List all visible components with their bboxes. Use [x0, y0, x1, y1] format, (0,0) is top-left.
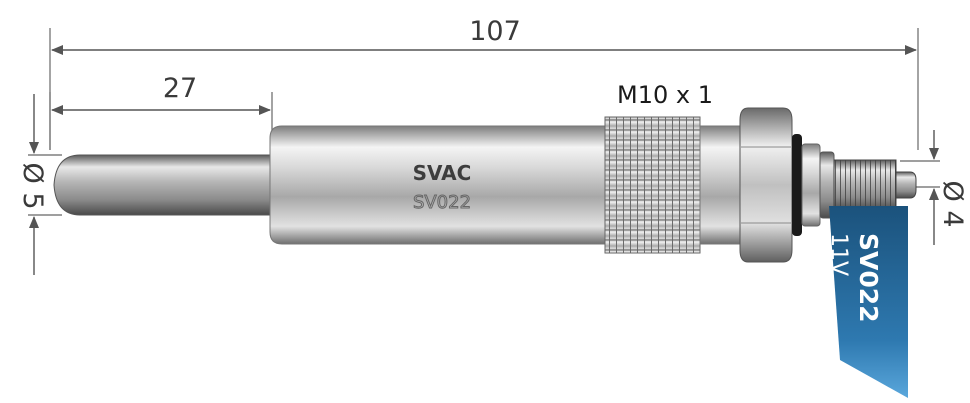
- terminal-pin: [895, 171, 917, 199]
- shank: [269, 125, 606, 245]
- glow-plug: SVAC SV022: [53, 107, 917, 263]
- part-number-marking: SV022: [413, 192, 471, 213]
- overall-length-label: 107: [469, 16, 521, 47]
- terminal-diameter-dimension: Ø 4: [900, 130, 968, 245]
- tip-length-dimension: 27: [49, 73, 273, 150]
- tip-diameter-dimension: Ø 5: [17, 94, 62, 275]
- tip-length-label: 27: [163, 73, 197, 104]
- hex-nut: [739, 107, 793, 263]
- tag-part-number: SV022: [854, 233, 883, 323]
- brand-marking: SVAC: [413, 161, 472, 185]
- thread-spec-label: M10 x 1: [617, 81, 713, 109]
- tag-hex: HEX 10: [802, 233, 827, 314]
- heater-tip: [53, 154, 276, 216]
- seal-ring: [792, 134, 802, 236]
- thread-section: [604, 116, 701, 254]
- product-tag: SV022 11V HEX 10: [802, 206, 908, 398]
- tip-diameter-label: Ø 5: [17, 162, 48, 209]
- terminal-diameter-label: Ø 4: [937, 180, 968, 227]
- tag-voltage: 11V: [826, 233, 851, 276]
- overall-length-dimension: 107: [49, 16, 919, 150]
